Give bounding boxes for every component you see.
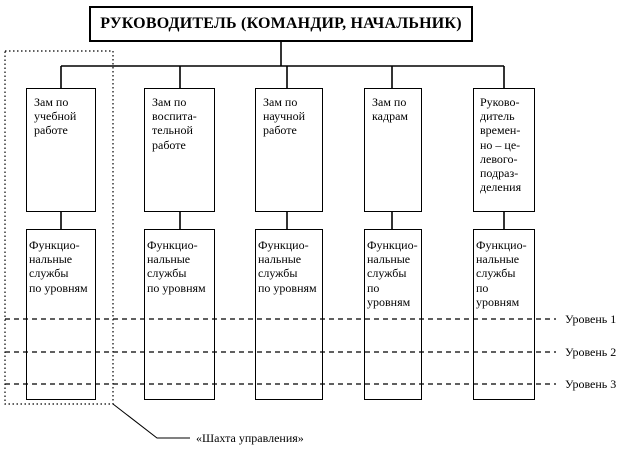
level-label-2: Уровень 2 <box>565 345 617 359</box>
shaft-pointer <box>112 403 190 439</box>
functional-services-box-1: Функцио- нальные службы по уровням <box>26 229 96 400</box>
head-box: РУКОВОДИТЕЛЬ (КОМАНДИР, НАЧАЛЬНИК) <box>89 6 473 42</box>
level-label-1: Уровень 1 <box>565 312 617 326</box>
deputy-box-target-unit: Руково- дитель времен- но – це- левого- … <box>473 88 535 212</box>
functional-services-box-2: Функцио- нальные службы по уровням <box>144 229 215 400</box>
functional-services-box-5: Функцио- нальные службы по уровням <box>473 229 535 400</box>
functional-services-box-4: Функцио- нальные службы по уровням <box>364 229 422 400</box>
head-label: РУКОВОДИТЕЛЬ (КОМАНДИР, НАЧАЛЬНИК) <box>100 15 462 32</box>
deputy-box-scientific: Зам по научной работе <box>255 88 323 212</box>
deputy-box-personnel: Зам по кадрам <box>364 88 422 212</box>
functional-services-box-3: Функцио- нальные службы по уровням <box>255 229 323 400</box>
shaft-label: «Шахта управления» <box>196 431 304 445</box>
deputy-box-educational: Зам по воспита- тельной работе <box>144 88 215 212</box>
level-label-3: Уровень 3 <box>565 377 617 391</box>
deputy-box-academic: Зам по учебной работе <box>26 88 96 212</box>
shaft-boundary <box>4 50 114 405</box>
